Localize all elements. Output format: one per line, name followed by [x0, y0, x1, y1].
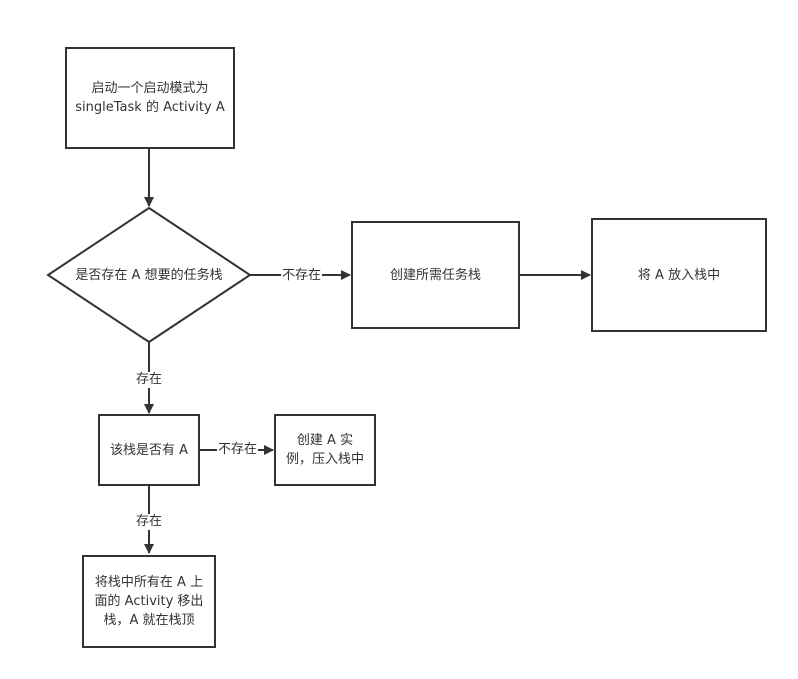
create-stack-label: 创建所需任务栈 — [389, 267, 481, 283]
push-into-stack-node: 将 A 放入栈中 — [591, 218, 767, 332]
create-instance-label: 创建 A 实 例，压入栈中 — [285, 433, 364, 467]
check-a-in-stack-label: 该栈是否有 A — [109, 442, 189, 458]
create-stack-node: 创建所需任务栈 — [351, 221, 520, 329]
create-instance-node: 创建 A 实 例，压入栈中 — [274, 414, 376, 486]
check-a-in-stack-node: 该栈是否有 A — [98, 414, 200, 486]
pop-above-label: 将栈中所有在 A 上 面的 Activity 移出 栈，A 就在栈顶 — [94, 575, 204, 628]
pop-above-node: 将栈中所有在 A 上 面的 Activity 移出 栈，A 就在栈顶 — [82, 555, 216, 648]
start-node: 启动一个启动模式为 singleTask 的 Activity A — [65, 47, 235, 149]
edge-label-check-yes: 存在 — [135, 514, 164, 530]
edge-label-decision-yes: 存在 — [135, 372, 164, 388]
decision-stack-label: 是否存在 A 想要的任务栈 — [75, 268, 223, 283]
edge-label-decision-no: 不存在 — [281, 268, 323, 284]
edge-label-check-no: 不存在 — [217, 442, 259, 458]
start-node-label: 启动一个启动模式为 singleTask 的 Activity A — [75, 81, 225, 115]
push-into-stack-label: 将 A 放入栈中 — [637, 267, 721, 283]
